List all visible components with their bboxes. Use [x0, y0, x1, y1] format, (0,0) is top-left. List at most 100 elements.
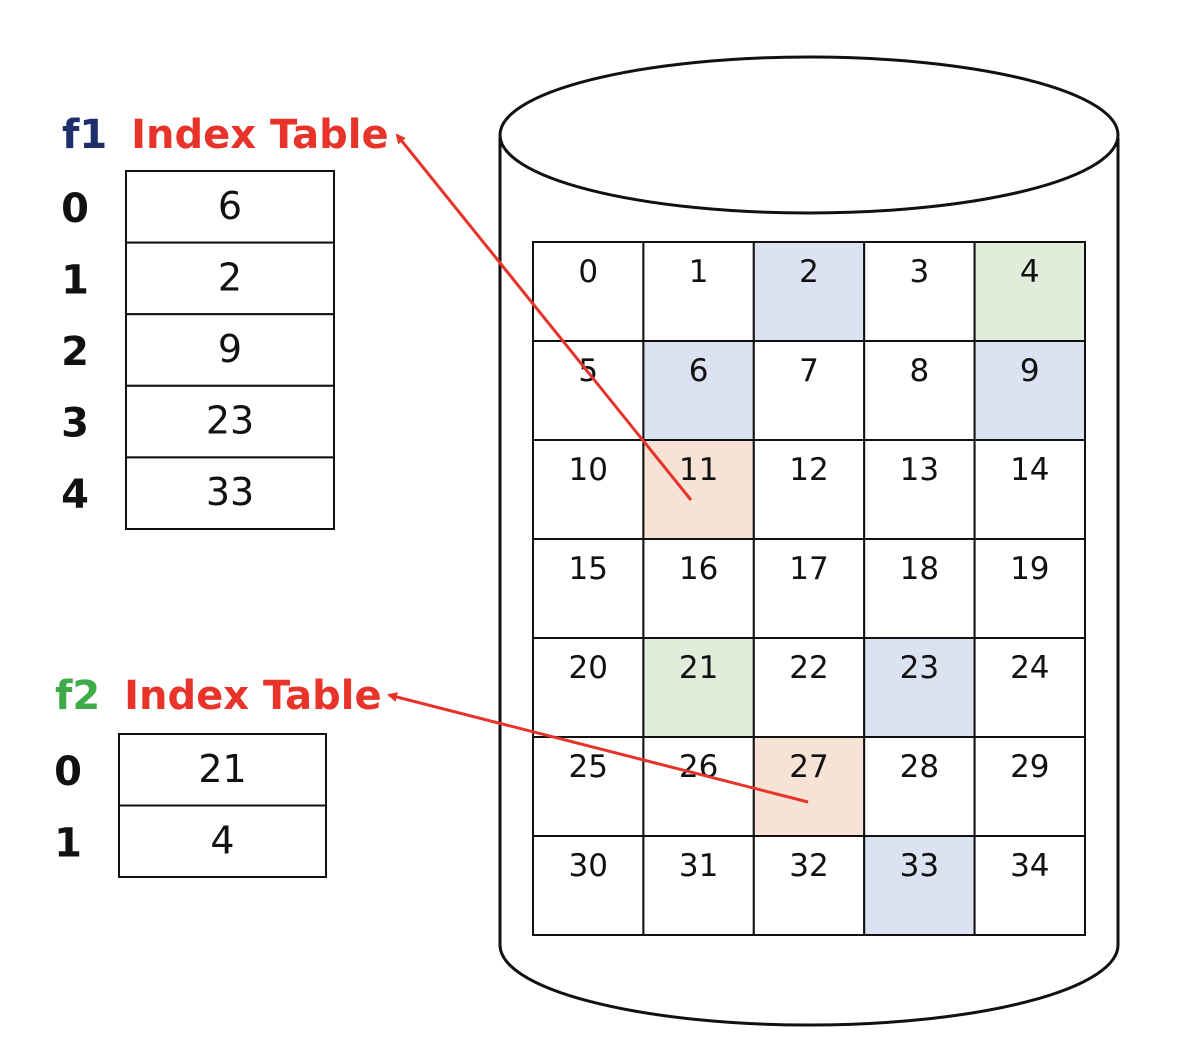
disk-block: 21 — [642, 637, 755, 738]
disk-block: 6 — [642, 340, 755, 441]
disk-block-number: 26 — [679, 749, 718, 785]
f2-title-prefix: f2 — [55, 673, 100, 719]
disk-block: 24 — [973, 637, 1086, 738]
disk-block-number: 8 — [910, 353, 930, 389]
disk-cylinder-top — [498, 55, 1120, 215]
index-table-cell — [125, 456, 335, 530]
disk-block-number: 30 — [568, 848, 607, 884]
disk-block-number: 10 — [568, 452, 607, 488]
disk-block: 16 — [642, 538, 755, 639]
disk-block-cell — [752, 835, 866, 936]
disk-block: 5 — [532, 340, 645, 441]
f2-title-label: Index Table — [124, 673, 381, 719]
disk-block: 7 — [752, 340, 866, 441]
f1-title-label: Index Table — [131, 112, 388, 158]
disk-block-number: 4 — [1020, 254, 1040, 290]
index-table-cell — [125, 313, 335, 387]
disk-block-cell — [642, 538, 755, 639]
disk-block-cell — [642, 637, 755, 738]
disk-block: 31 — [642, 835, 755, 936]
disk-block-cell — [752, 736, 866, 837]
disk-block-cell — [532, 538, 645, 639]
disk-block: 22 — [752, 637, 866, 738]
disk-block-number: 29 — [1010, 749, 1049, 785]
index-table-row-number: 3 — [61, 401, 89, 447]
disk-block-number: 13 — [900, 452, 939, 488]
index-table-row-number: 4 — [61, 472, 89, 518]
disk-block-cell — [863, 637, 976, 738]
disk-block-number: 31 — [679, 848, 718, 884]
disk-block-cell — [752, 340, 866, 441]
disk-block-number: 20 — [568, 650, 607, 686]
disk-block: 27 — [752, 736, 866, 837]
disk-block: 28 — [863, 736, 976, 837]
disk-block-number: 34 — [1010, 848, 1049, 884]
disk-block-number: 16 — [679, 551, 718, 587]
disk-block-cell — [973, 439, 1086, 540]
index-table-cell — [125, 170, 335, 244]
disk-block-number: 28 — [900, 749, 939, 785]
disk-block: 30 — [532, 835, 645, 936]
f2-table-title: f2 Index Table — [55, 673, 382, 719]
disk-block: 10 — [532, 439, 645, 540]
disk-block: 20 — [532, 637, 645, 738]
disk-block: 11 — [642, 439, 755, 540]
index-table-row-number: 2 — [61, 329, 89, 375]
disk-block-number: 23 — [900, 650, 939, 686]
index-table-block-pointer: 2 — [218, 255, 242, 299]
disk-block-cell — [973, 637, 1086, 738]
disk-block-cell — [863, 538, 976, 639]
index-table-block-pointer: 21 — [198, 747, 246, 791]
disk-block: 3 — [863, 241, 976, 342]
disk-block-cell — [752, 439, 866, 540]
disk-block-number: 17 — [789, 551, 828, 587]
disk-block-number: 32 — [789, 848, 828, 884]
disk-block-number: 14 — [1010, 452, 1049, 488]
index-table-row-number: 1 — [61, 257, 89, 303]
disk-block-number: 0 — [578, 254, 598, 290]
disk-block: 14 — [973, 439, 1086, 540]
index-table-block-pointer: 6 — [218, 184, 242, 228]
disk-block: 23 — [863, 637, 976, 738]
f1-index-pointer-arrow — [395, 133, 693, 501]
disk-block: 25 — [532, 736, 645, 837]
disk-block: 13 — [863, 439, 976, 540]
disk-block-cell — [863, 835, 976, 936]
disk-block-cell — [642, 736, 755, 837]
disk-block-cell — [642, 340, 755, 441]
disk-block-cell — [642, 241, 755, 342]
disk-block: 19 — [973, 538, 1086, 639]
disk-block: 17 — [752, 538, 866, 639]
disk-block-number: 9 — [1020, 353, 1040, 389]
disk-block-number: 27 — [789, 749, 828, 785]
f1-title-prefix: f1 — [62, 112, 107, 158]
disk-block-number: 3 — [910, 254, 930, 290]
disk-block: 15 — [532, 538, 645, 639]
disk-block-cell — [973, 538, 1086, 639]
index-table-row-number: 0 — [61, 186, 89, 232]
disk-block-number: 15 — [568, 551, 607, 587]
disk-block-cell — [532, 736, 645, 837]
disk-block-cell — [973, 736, 1086, 837]
disk-block-number: 7 — [799, 353, 819, 389]
disk-block-cell — [863, 340, 976, 441]
index-table-block-pointer: 4 — [210, 818, 234, 862]
f2-index-pointer-arrow — [387, 692, 809, 804]
disk-block: 32 — [752, 835, 866, 936]
pointer-arrows — [387, 133, 809, 804]
disk-block: 8 — [863, 340, 976, 441]
index-table-row-number: 0 — [54, 749, 82, 795]
disk-block-number: 21 — [679, 650, 718, 686]
disk-block: 4 — [973, 241, 1086, 342]
disk-block-cell — [532, 835, 645, 936]
disk-block-number: 33 — [900, 848, 939, 884]
disk-block-number: 24 — [1010, 650, 1049, 686]
disk-block: 26 — [642, 736, 755, 837]
